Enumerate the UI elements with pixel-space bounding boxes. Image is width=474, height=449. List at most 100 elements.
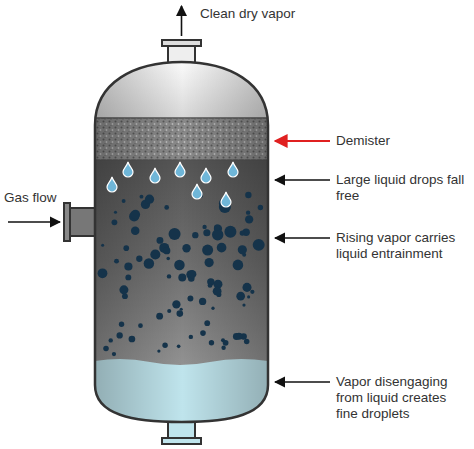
droplet — [200, 330, 206, 336]
falling-drop — [201, 168, 211, 183]
droplet — [178, 274, 186, 282]
droplet — [112, 219, 118, 225]
droplet — [238, 245, 247, 254]
droplet — [212, 229, 223, 240]
vessel-interior — [90, 55, 275, 430]
droplet — [145, 195, 154, 204]
droplet — [167, 274, 171, 278]
falling-drop — [192, 184, 202, 199]
falling-drop — [228, 162, 238, 177]
outlet-arrow — [181, 6, 183, 36]
droplet — [101, 244, 104, 247]
droplet — [202, 225, 206, 229]
droplet — [150, 250, 160, 260]
droplet — [166, 257, 170, 261]
droplet — [245, 192, 251, 198]
callout-label: Large liquid drops fall free — [336, 172, 470, 204]
droplet — [109, 338, 113, 342]
droplet — [114, 259, 119, 264]
droplet — [217, 243, 227, 253]
droplet — [240, 230, 245, 235]
droplet — [244, 339, 250, 345]
droplet — [129, 336, 136, 343]
droplet — [136, 256, 142, 262]
droplet — [247, 295, 250, 298]
droplet — [169, 228, 181, 240]
droplet — [124, 262, 132, 270]
droplet — [208, 283, 213, 288]
droplet — [177, 310, 184, 317]
droplet — [236, 292, 245, 301]
inlet-arrow — [8, 221, 60, 223]
droplet — [188, 270, 196, 278]
droplet — [203, 229, 210, 236]
droplet — [164, 205, 169, 210]
droplet — [187, 295, 193, 301]
droplet — [214, 224, 220, 230]
droplet — [245, 215, 253, 223]
droplet — [157, 349, 160, 352]
droplet — [174, 260, 185, 271]
droplet — [182, 244, 190, 252]
droplet — [125, 274, 131, 280]
droplet — [189, 335, 193, 339]
droplet — [172, 300, 180, 308]
droplet — [233, 260, 244, 271]
droplet — [156, 237, 163, 244]
droplet — [123, 245, 129, 251]
droplet — [199, 298, 206, 305]
callout-label: Gas flow — [4, 190, 68, 206]
droplet — [213, 287, 222, 296]
droplet — [223, 340, 229, 346]
vessel-shell — [95, 62, 268, 422]
pointer-arrow — [275, 179, 330, 181]
droplet — [114, 211, 117, 214]
droplet — [202, 245, 213, 256]
droplet — [246, 210, 250, 214]
droplet — [119, 285, 128, 294]
droplet — [138, 323, 143, 328]
pointer-arrow — [275, 237, 330, 239]
droplet — [117, 332, 123, 338]
droplet — [103, 346, 109, 352]
inlet-flange — [64, 203, 70, 241]
falling-drop — [221, 192, 231, 207]
inlet-nozzle — [68, 208, 98, 236]
callout-label: Demister — [336, 133, 470, 149]
outlet-flange — [162, 40, 201, 46]
droplet — [233, 333, 240, 340]
callout-label: Vapor disengaging from liquid creates fi… — [336, 374, 470, 422]
droplet — [177, 345, 181, 349]
droplet — [205, 258, 214, 267]
falling-drop — [123, 162, 133, 177]
droplet — [112, 352, 116, 356]
droplet — [221, 345, 225, 349]
droplet — [192, 232, 198, 238]
droplet — [131, 210, 140, 219]
droplet — [131, 226, 140, 235]
droplet — [119, 321, 124, 326]
droplet — [211, 307, 214, 310]
pointer-arrow — [275, 381, 330, 383]
droplet — [122, 199, 126, 203]
droplet — [167, 309, 171, 313]
droplet — [162, 343, 167, 348]
falling-drop — [175, 162, 185, 177]
callout-label: Rising vapor carries liquid entrainment — [336, 230, 470, 262]
demister-arrow — [275, 140, 330, 142]
droplet — [224, 226, 236, 238]
droplet — [163, 247, 170, 254]
falling-drop — [150, 168, 160, 183]
droplet — [250, 290, 254, 294]
droplet — [144, 258, 154, 268]
droplet — [98, 268, 108, 278]
droplet — [140, 195, 144, 199]
droplet — [258, 205, 263, 210]
drain-flange — [162, 438, 201, 444]
droplet — [209, 340, 214, 345]
droplet — [253, 239, 265, 251]
droplet — [204, 320, 210, 326]
callout-label: Clean dry vapor — [200, 6, 360, 22]
droplet — [156, 313, 163, 320]
